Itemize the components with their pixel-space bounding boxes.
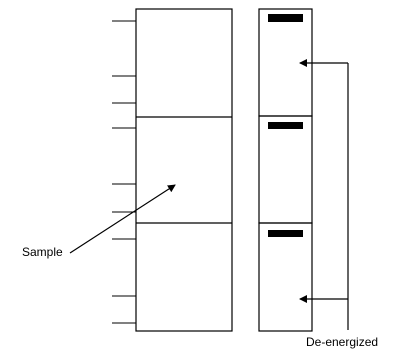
sample-column (135, 8, 233, 332)
sample-label: Sample (22, 245, 63, 259)
sample-arrow (69, 184, 176, 254)
coil-box-bottom (258, 222, 313, 332)
coil-bar-top (268, 14, 303, 22)
coil-column (258, 8, 313, 332)
de-energized-label: De-energized (306, 335, 379, 349)
coil-bar-middle (268, 122, 303, 129)
de-energized-bracket (299, 59, 349, 330)
coil-box-middle (258, 115, 313, 224)
scale-ticks (112, 20, 136, 324)
sample-column-outline (135, 8, 233, 332)
coil-bar-bottom (268, 230, 303, 237)
